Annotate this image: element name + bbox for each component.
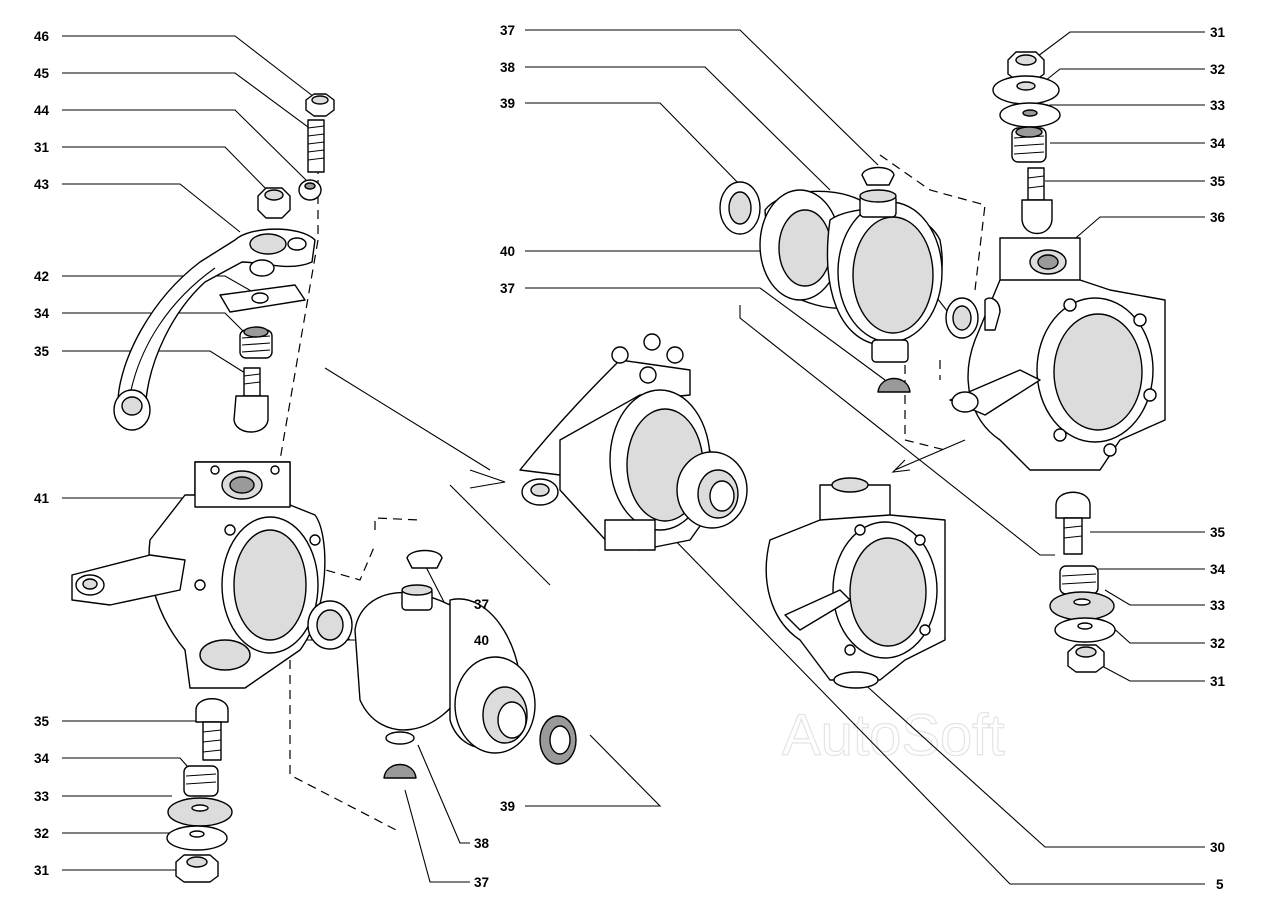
callout-35-right-lower: 35 (1210, 525, 1226, 540)
callout-34-right-lower: 34 (1210, 562, 1226, 577)
callout-38-center: 38 (474, 836, 490, 851)
callout-38-top: 38 (500, 60, 516, 75)
right-steering-knuckle (949, 237, 1166, 471)
right-upper-ball-joint (992, 51, 1061, 235)
top-hub-assembly (719, 166, 979, 393)
callout-35-lower: 35 (34, 714, 50, 729)
callout-40-top: 40 (500, 244, 515, 259)
callout-43: 43 (34, 177, 50, 192)
callout-33-right: 33 (1210, 98, 1226, 113)
callout-32-right-lower: 32 (1210, 636, 1225, 651)
callouts-left: 46 45 44 31 43 42 34 35 41 35 34 33 32 3… (34, 29, 50, 878)
callout-42: 42 (34, 269, 49, 284)
assembly-paths (239, 150, 1055, 833)
callout-35-right: 35 (1210, 174, 1226, 189)
callout-31-right: 31 (1210, 25, 1226, 40)
callout-30: 30 (1210, 840, 1225, 855)
callout-37-bottom: 37 (474, 875, 489, 890)
callout-41: 41 (34, 491, 50, 506)
callout-32-right: 32 (1210, 62, 1225, 77)
callout-31-right-lower: 31 (1210, 674, 1226, 689)
center-left-hub-assembly (307, 549, 577, 779)
callout-31: 31 (34, 140, 50, 155)
watermark: AutoSoft (782, 703, 1004, 768)
callout-36: 36 (1210, 210, 1226, 225)
callout-39-center: 39 (500, 799, 515, 814)
callout-33: 33 (34, 789, 50, 804)
callout-45: 45 (34, 66, 50, 81)
left-steering-arm-assembly (71, 93, 335, 689)
callout-34-lower: 34 (34, 751, 50, 766)
left-lower-ball-joint (166, 698, 233, 883)
right-lower-ball-joint (1049, 491, 1116, 673)
callouts-right: 31 32 33 34 35 36 35 34 33 32 31 30 5 (1210, 25, 1226, 892)
callout-34-right: 34 (1210, 136, 1226, 151)
center-right-knuckle (765, 477, 946, 689)
callout-37-mid: 37 (500, 281, 515, 296)
callout-46: 46 (34, 29, 50, 44)
callout-44: 44 (34, 103, 50, 118)
callout-37-center: 37 (474, 597, 489, 612)
callout-35: 35 (34, 344, 50, 359)
callout-40-center: 40 (474, 633, 489, 648)
callout-39-top: 39 (500, 96, 515, 111)
callout-34: 34 (34, 306, 50, 321)
callouts-top-middle: 37 38 39 40 37 (500, 23, 516, 296)
center-assembled-knuckle (519, 333, 748, 551)
callouts-center: 37 40 39 38 37 (474, 597, 515, 890)
callout-5: 5 (1216, 877, 1224, 892)
callout-37-top: 37 (500, 23, 515, 38)
callout-32: 32 (34, 826, 49, 841)
callout-33-right-lower: 33 (1210, 598, 1226, 613)
callout-31-lower: 31 (34, 863, 50, 878)
